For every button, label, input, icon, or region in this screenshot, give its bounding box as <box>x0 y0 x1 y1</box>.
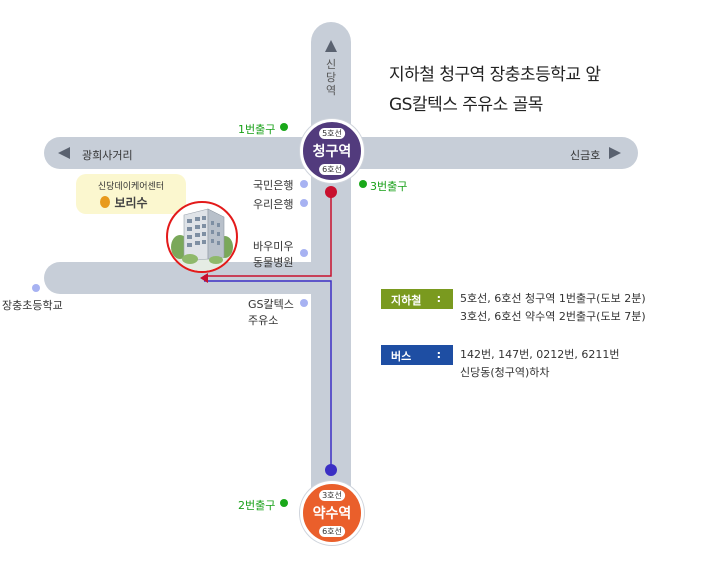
route-red-line <box>204 192 332 277</box>
station-yaksu-line-top: 3호선 <box>319 490 345 501</box>
route-red-start <box>325 186 337 198</box>
landmark-woori-bank: 우리은행 <box>253 198 294 211</box>
school-label: 장충초등학교 <box>2 299 63 312</box>
subway-info-line1: 5호선, 6호선 청구역 1번출구(도보 2분) <box>460 292 646 305</box>
exit-3-marker-icon <box>359 180 367 188</box>
route-blue-start <box>325 464 337 476</box>
station-cheonggu-line-top: 5호선 <box>319 128 345 139</box>
east-road-label: 신금호 <box>570 149 601 162</box>
bus-info-line1: 142번, 147번, 0212번, 6211번 <box>460 348 620 361</box>
subway-info: 5호선, 6호선 청구역 1번출구(도보 2분) 3호선, 6호선 약수역 2번… <box>460 290 646 326</box>
station-yaksu-name: 약수역 <box>312 506 352 522</box>
animal-hospital-marker-icon <box>300 249 308 257</box>
landmark-animal-hospital-line1: 바우미우 <box>253 240 294 253</box>
subway-badge: 지하철 : <box>381 289 453 309</box>
station-cheonggu-line-bottom: 6호선 <box>319 164 345 175</box>
bus-info-line2: 신당동(청구역)하차 <box>460 366 550 379</box>
east-arrow-icon <box>609 147 621 159</box>
station-cheonggu-name: 청구역 <box>312 144 352 160</box>
destination-building <box>166 201 238 273</box>
west-arrow-icon <box>58 147 70 159</box>
exit-3-label: 3번출구 <box>370 180 408 193</box>
school-marker-icon <box>32 284 40 292</box>
bus-badge-label: 버스 <box>391 350 412 363</box>
landmark-gas-station-line2: 주유소 <box>248 314 279 327</box>
west-road-label: 광희사거리 <box>82 149 133 162</box>
page-title-line1: 지하철 청구역 장충초등학교 앞 <box>389 65 601 85</box>
exit-2-label: 2번출구 <box>238 499 276 512</box>
bus-badge-colon: : <box>436 348 441 361</box>
route-blue-line <box>204 280 332 470</box>
station-yaksu: 3호선 약수역 6호선 <box>300 481 364 545</box>
landmark-animal-hospital-line2: 동물병원 <box>253 256 294 269</box>
destination-logo-icon <box>100 196 110 208</box>
exit-1-marker-icon <box>280 123 288 131</box>
bus-badge: 버스 : <box>381 345 453 365</box>
station-cheonggu: 5호선 청구역 6호선 <box>300 119 364 183</box>
subway-info-line2: 3호선, 6호선 약수역 2번출구(도보 7분) <box>460 310 646 323</box>
bus-info: 142번, 147번, 0212번, 6211번 신당동(청구역)하차 <box>460 346 619 382</box>
north-road-label: 신당역 <box>325 58 337 97</box>
landmark-gas-station-line1: GS칼텍스 <box>248 298 294 311</box>
route-arrowhead <box>200 273 208 283</box>
kookmin-bank-marker-icon <box>300 180 308 188</box>
subway-badge-colon: : <box>436 292 441 305</box>
woori-bank-marker-icon <box>300 199 308 207</box>
exit-2-marker-icon <box>280 499 288 507</box>
destination-name: 신당데이케어센터 <box>97 182 165 192</box>
exit-1-label: 1번출구 <box>238 123 276 136</box>
destination-brand: 보리수 <box>114 196 148 210</box>
destination-callout: 신당데이케어센터 보리수 <box>76 174 186 214</box>
subway-badge-label: 지하철 <box>391 294 422 307</box>
station-yaksu-line-bottom: 6호선 <box>319 526 345 537</box>
north-arrow-icon <box>325 40 337 52</box>
building-icon <box>168 208 236 271</box>
landmark-kookmin-bank: 국민은행 <box>253 179 294 192</box>
gas-station-marker-icon <box>300 299 308 307</box>
page-title-line2: GS칼텍스 주유소 골목 <box>389 95 543 115</box>
